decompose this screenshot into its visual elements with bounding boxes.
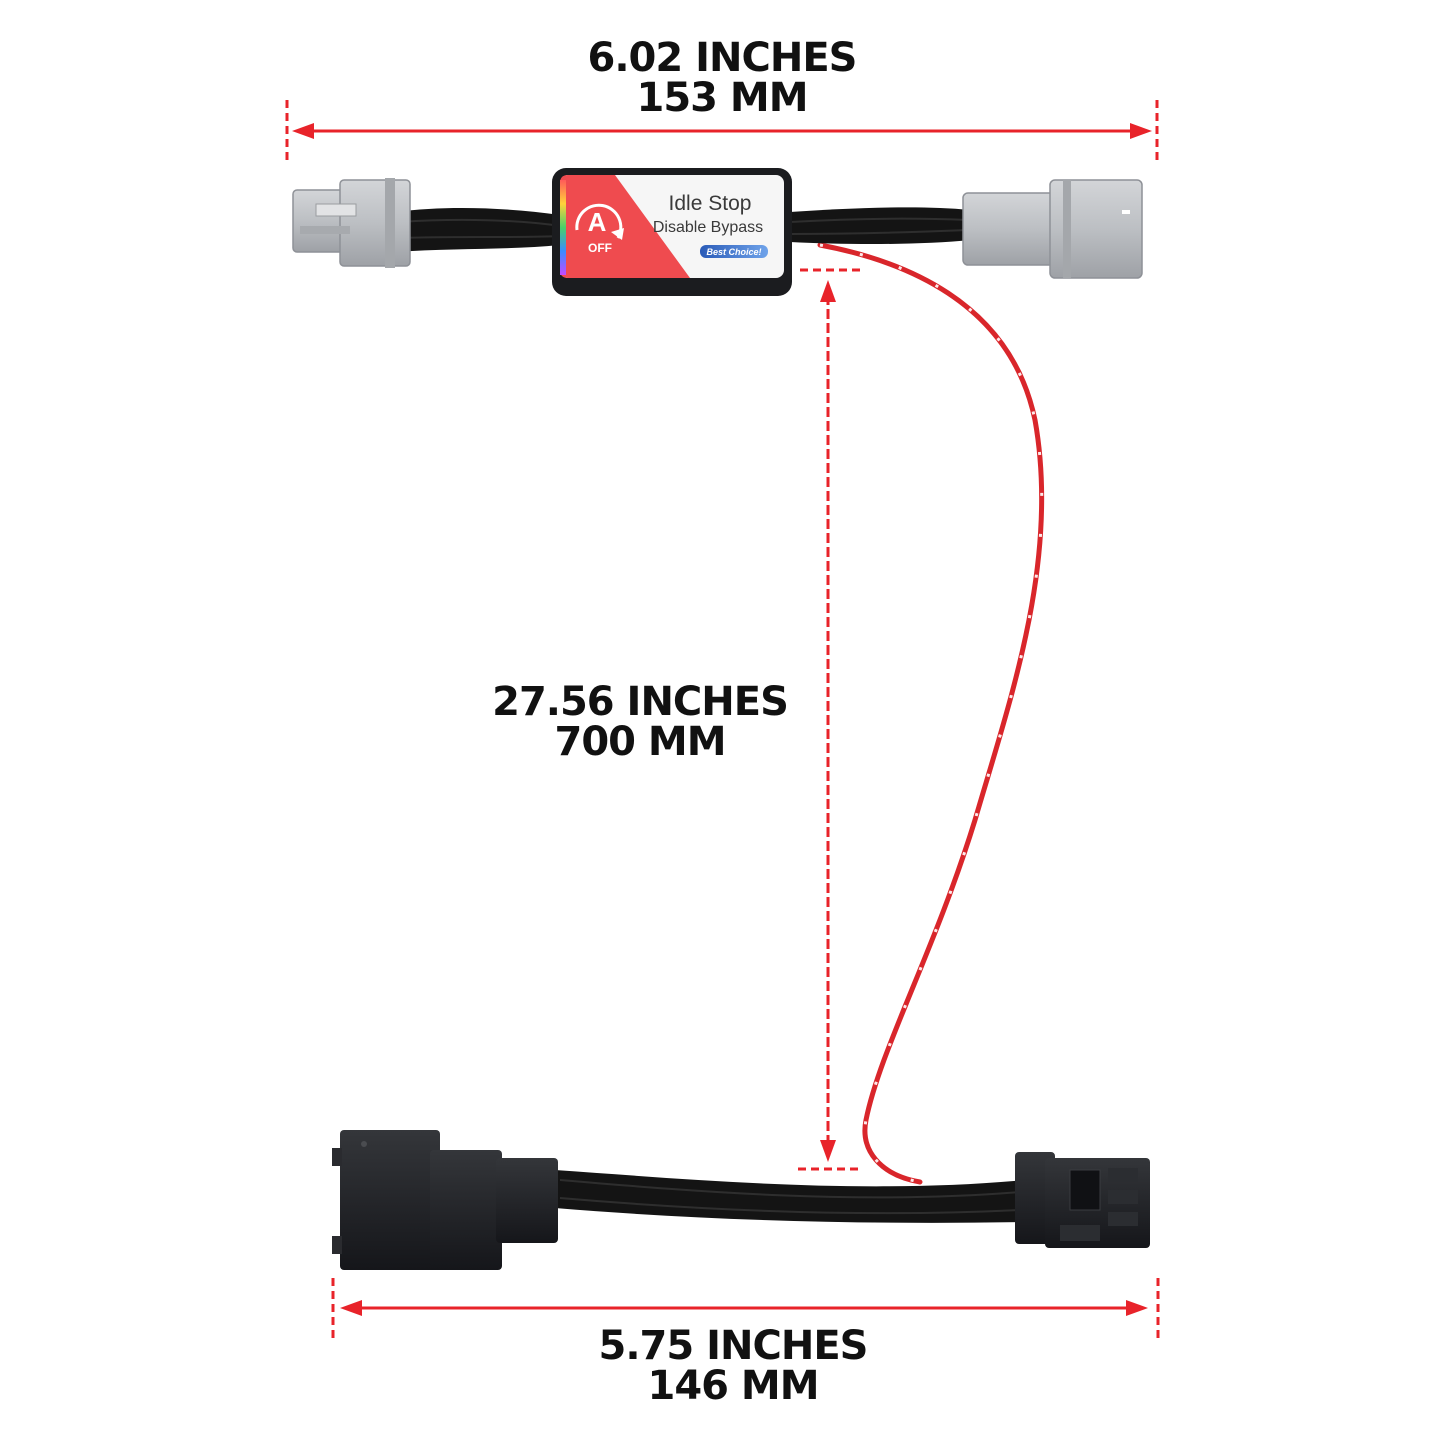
top-left-grey-connector: [292, 178, 411, 268]
vertical-dimension-line: [798, 268, 862, 1171]
bottom-right-black-connector: [1015, 1152, 1150, 1248]
module-subtitle: Disable Bypass: [653, 219, 763, 236]
vertical-dimension-inches: 27.56 INCHES: [492, 679, 789, 725]
top-dimension-line: [285, 100, 1159, 163]
bottom-dimension-mm: 146 MM: [647, 1363, 819, 1409]
auto-stop-off-icon: A OFF: [575, 203, 624, 255]
badge-text: Best Choice!: [706, 247, 761, 257]
vertical-dimension-label: 27.56 INCHES 700 MM: [395, 682, 885, 762]
signal-wire: [817, 242, 1045, 1185]
bottom-dimension-label: 5.75 INCHES 146 MM: [483, 1326, 983, 1406]
bottom-left-black-connector: [332, 1130, 558, 1270]
vertical-dimension-mm: 700 MM: [554, 719, 726, 765]
bottom-dimension-inches: 5.75 INCHES: [598, 1323, 869, 1369]
top-dimension-inches: 6.02 INCHES: [587, 35, 858, 81]
module-title: Idle Stop: [669, 192, 752, 215]
top-right-grey-connector: [962, 179, 1143, 279]
top-harness-sleeve: [395, 207, 970, 252]
best-choice-badge: [700, 245, 768, 258]
bypass-module: A OFF Idle Stop Disable Bypass Best Choi…: [552, 168, 792, 296]
icon-text: OFF: [588, 241, 612, 255]
bottom-harness-sleeve: [555, 1170, 1025, 1223]
top-dimension-mm: 153 MM: [636, 75, 808, 121]
bottom-dimension-line: [331, 1278, 1160, 1342]
icon-letter: A: [588, 207, 607, 237]
top-dimension-label: 6.02 INCHES 153 MM: [472, 38, 972, 118]
